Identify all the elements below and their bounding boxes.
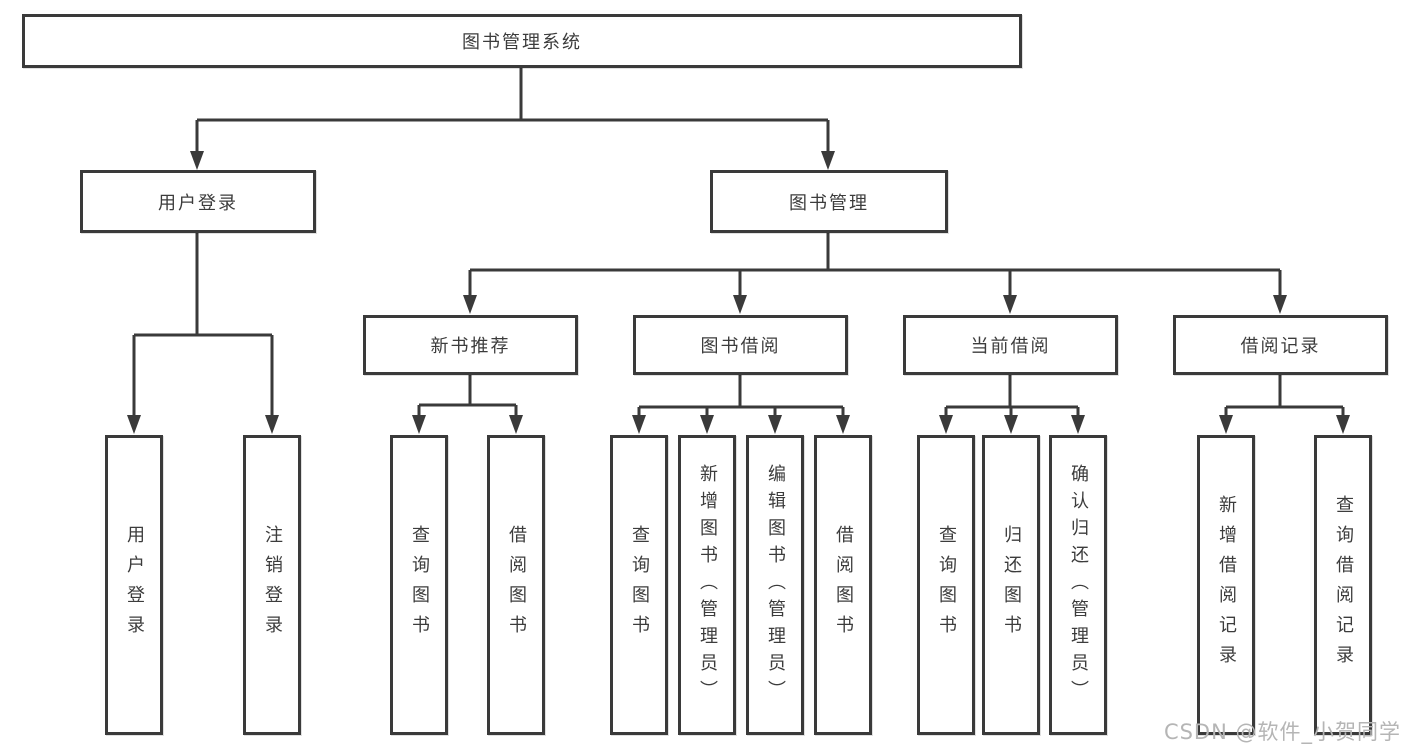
leaf-borrow-books: 借阅图书 <box>814 435 872 735</box>
leaf-query-books-current: 查询图书 <box>917 435 975 735</box>
leaf-edit-books-admin: 编辑图书（管理员） <box>746 435 804 735</box>
leaf-query-books-borrowing: 查询图书 <box>610 435 668 735</box>
node-new-book-recommend: 新书推荐 <box>363 315 578 375</box>
leaf-add-books-admin: 新增图书（管理员） <box>678 435 736 735</box>
leaf-return-books: 归还图书 <box>982 435 1040 735</box>
leaf-confirm-return-admin: 确认归还（管理员） <box>1049 435 1107 735</box>
node-book-management: 图书管理 <box>710 170 948 233</box>
csdn-watermark: CSDN @软件_小贺同学 <box>1163 720 1401 744</box>
node-book-borrowing: 图书借阅 <box>633 315 848 375</box>
leaf-logout: 注销登录 <box>243 435 301 735</box>
leaf-add-borrow-record: 新增借阅记录 <box>1197 435 1255 735</box>
node-user-login: 用户登录 <box>80 170 316 233</box>
node-current-borrowing: 当前借阅 <box>903 315 1118 375</box>
leaf-query-books-recommend: 查询图书 <box>390 435 448 735</box>
node-borrow-records: 借阅记录 <box>1173 315 1388 375</box>
leaf-user-login: 用户登录 <box>105 435 163 735</box>
leaf-borrow-books-recommend: 借阅图书 <box>487 435 545 735</box>
node-library-management-system: 图书管理系统 <box>22 14 1022 68</box>
leaf-query-borrow-record: 查询借阅记录 <box>1314 435 1372 735</box>
